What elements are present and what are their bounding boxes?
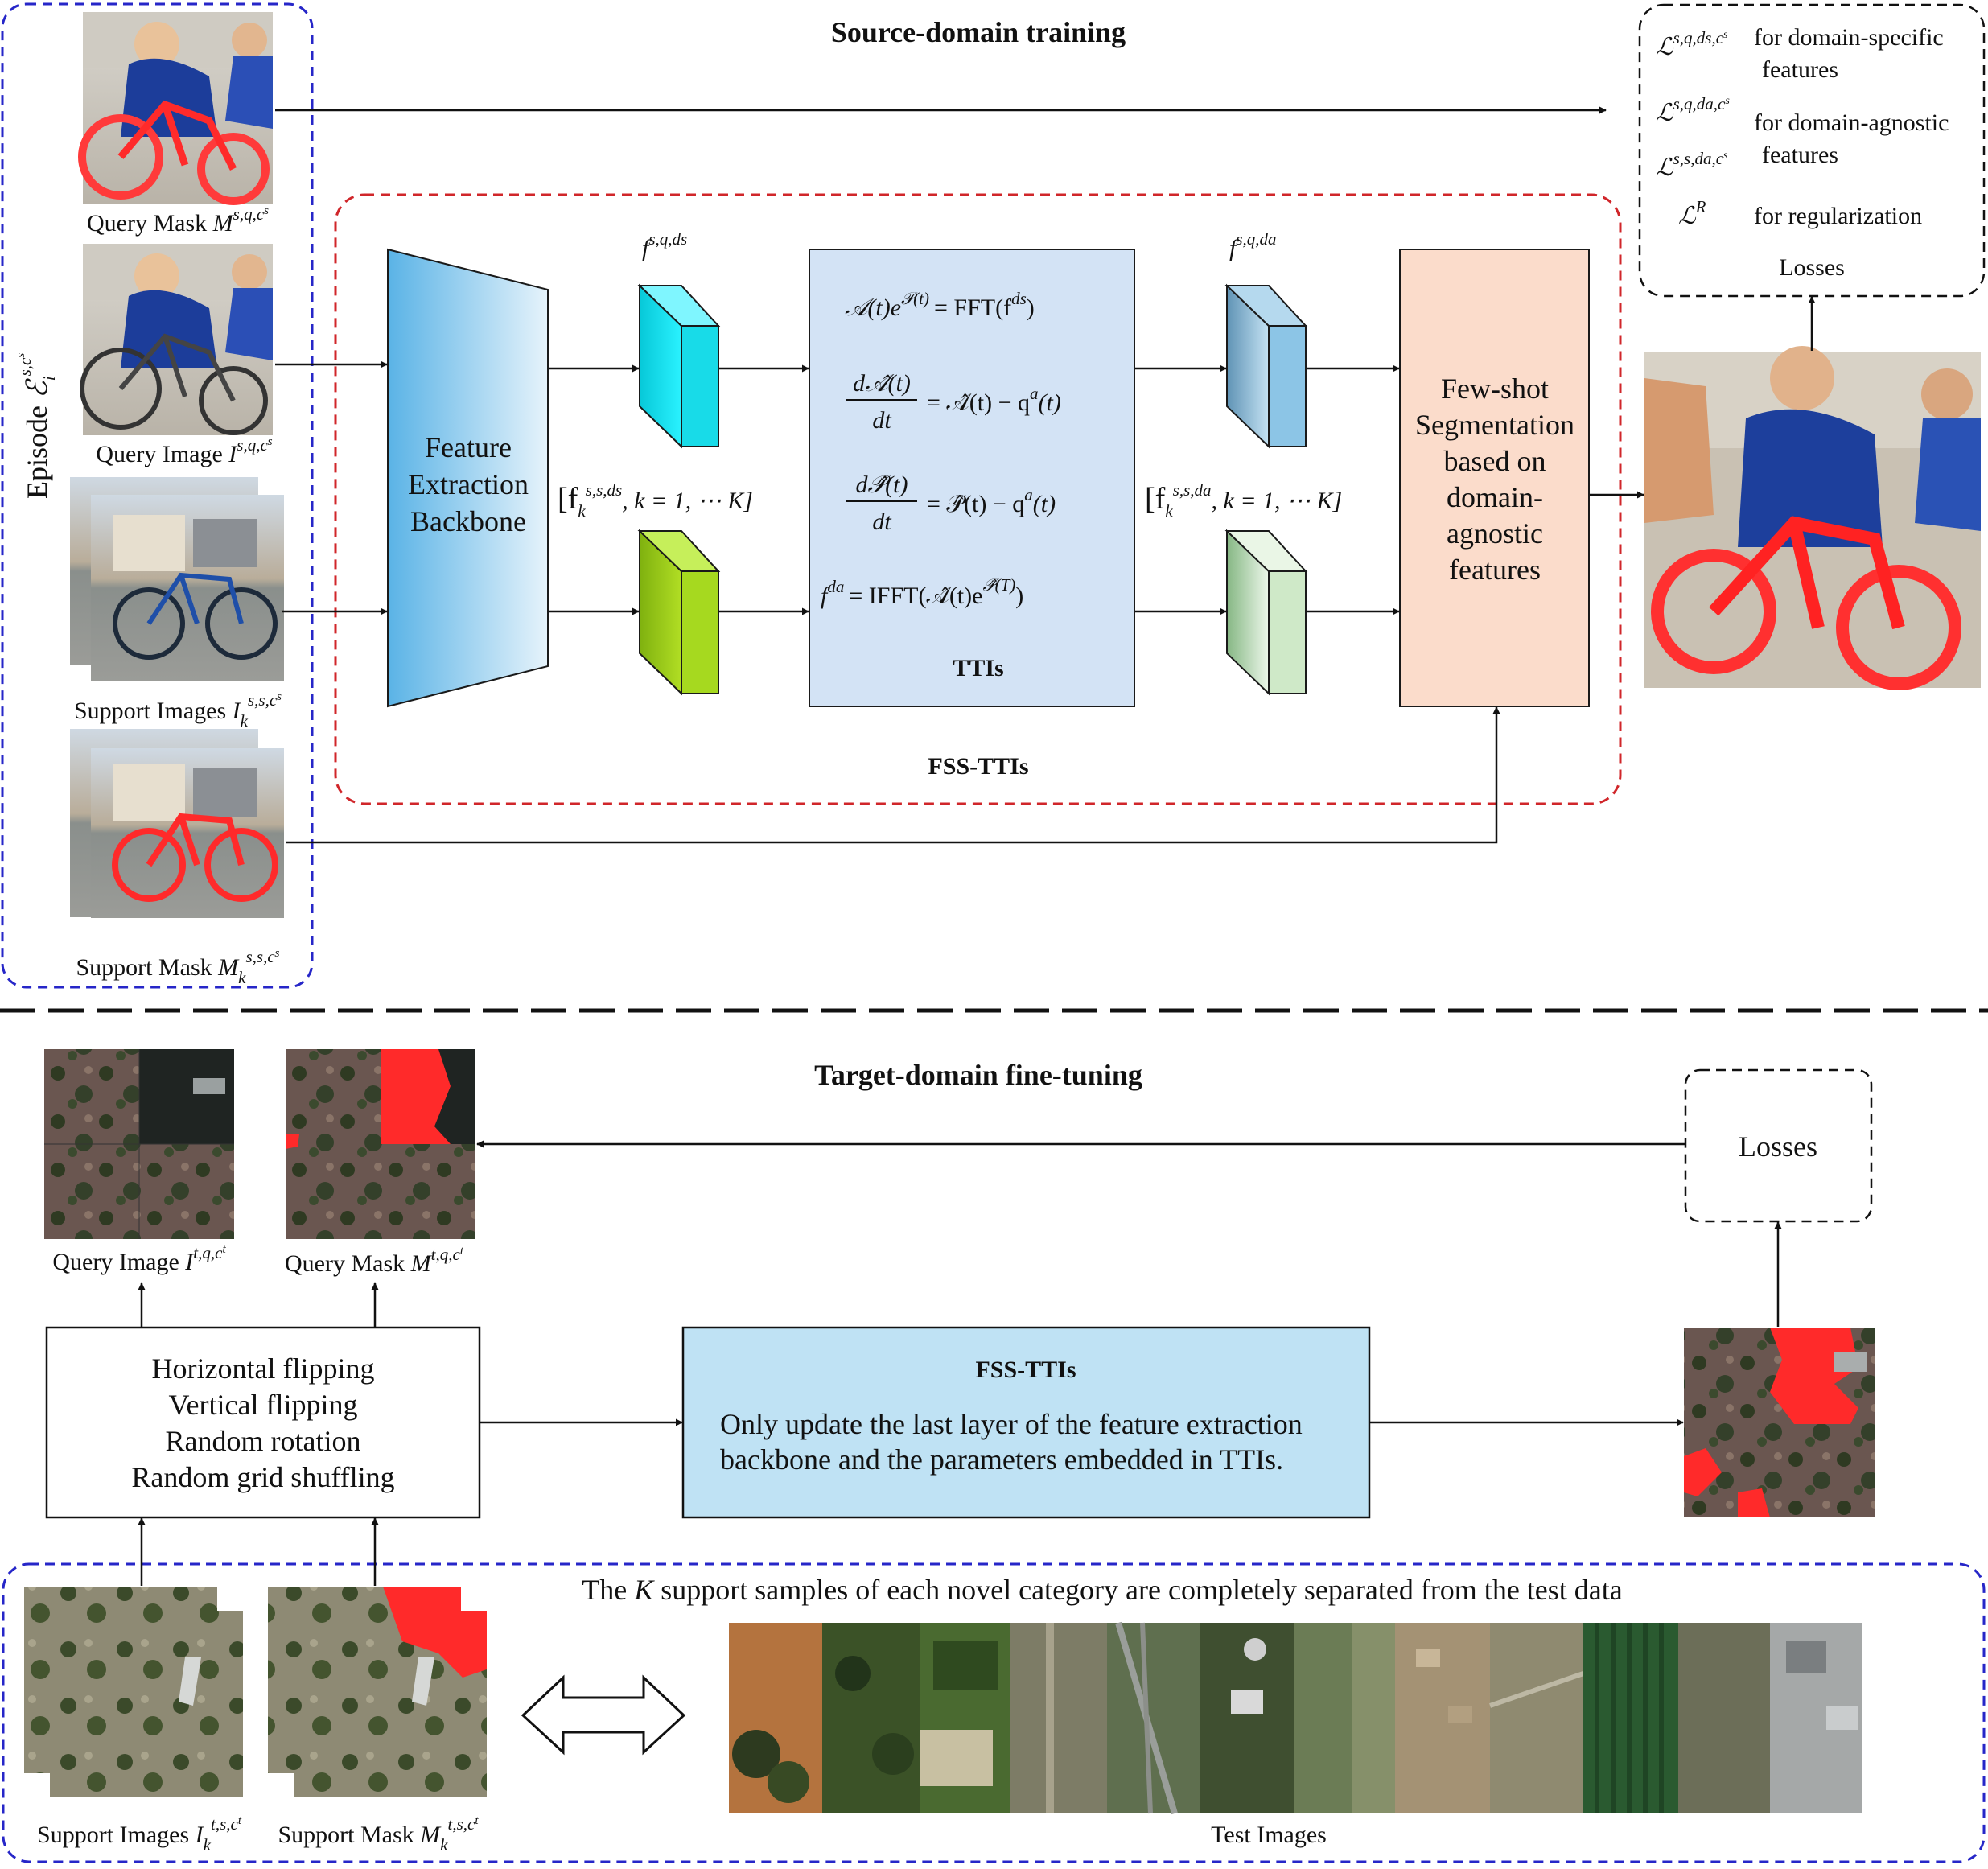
svg-text:d𝒜̂(t): d𝒜̂(t)	[853, 370, 911, 397]
tti-box	[809, 249, 1135, 707]
support-images-label: Support Images Iks,s,cs	[74, 690, 282, 731]
feature-cube-query-ds	[637, 283, 721, 449]
few-shot-segmentation-box	[1399, 249, 1590, 707]
feature-cube-query-da	[1224, 283, 1308, 449]
svg-text:for domain-specific: for domain-specific	[1754, 24, 1944, 51]
svg-text:ℒs,q,ds,cs: ℒs,q,ds,cs	[1656, 28, 1728, 60]
fk-ssds-label: [fks,s,ds, k = 1, ⋯ K]	[558, 480, 753, 521]
fss-line-6: features	[1449, 554, 1541, 586]
aug-horizontal-flip: Horizontal flipping	[152, 1352, 375, 1385]
support-masks	[68, 727, 284, 919]
tti-eq-2: d𝒜̂(t) dt = 𝒜̂(t) − qa(t)	[846, 370, 1061, 434]
source-losses-list: ℒs,q,ds,cs for domain-specific features …	[1656, 24, 1949, 281]
svg-text:for domain-agnostic: for domain-agnostic	[1754, 109, 1949, 136]
backbone-line-1: Feature	[425, 431, 512, 463]
fss-tti-finetune-title: FSS-TTIs	[975, 1356, 1076, 1383]
target-query-mask	[286, 1049, 475, 1239]
svg-text:ℒs,q,da,cs: ℒs,q,da,cs	[1656, 94, 1730, 126]
svg-text:dt: dt	[872, 508, 891, 535]
target-output-image	[1684, 1328, 1875, 1517]
target-query-image	[44, 1049, 234, 1239]
source-title: Source-domain training	[831, 16, 1126, 48]
svg-text:features: features	[1762, 142, 1838, 168]
svg-text:= 𝒫̂(t) − qa(t): = 𝒫̂(t) − qa(t)	[927, 485, 1056, 517]
target-support-masks	[268, 1587, 487, 1797]
episode-label: Episode ℰis,cs	[14, 353, 59, 499]
source-losses-box	[1638, 3, 1986, 298]
tti-eq-3: d𝒫̂(t) dt = 𝒫̂(t) − qa(t)	[846, 471, 1056, 535]
fss-tti-finetune-desc-2: backbone and the parameters embedded in …	[720, 1443, 1283, 1476]
target-query-mask-label: Query Mask Mt,q,ct	[285, 1245, 464, 1277]
target-support-images-label: Support Images Ikt,s,ct	[37, 1814, 242, 1855]
fss-line-1: Few-shot	[1441, 373, 1549, 405]
query-mask-label: Query Mask Ms,q,cs	[87, 204, 269, 237]
target-arrows	[138, 1140, 1782, 1586]
tti-eq-4: fda= IFFT(𝒜̂(t)e𝒫̂(T))	[821, 575, 1023, 609]
episode-box	[1, 2, 314, 989]
svg-text:for regularization: for regularization	[1754, 203, 1922, 229]
test-images-strip	[729, 1621, 1862, 1815]
target-title: Target-domain fine-tuning	[814, 1059, 1142, 1091]
aug-random-rotation: Random rotation	[166, 1425, 361, 1457]
double-arrow-icon	[521, 1674, 686, 1756]
fss-tti-finetune-desc-1: Only update the last layer of the featur…	[720, 1408, 1303, 1440]
augmentation-box	[45, 1326, 481, 1519]
feature-cube-support-ds	[637, 529, 721, 696]
fss-line-5: agnostic	[1447, 517, 1543, 550]
target-support-mask-label: Support Mask Mkt,s,ct	[278, 1814, 479, 1855]
backbone-line-2: Extraction	[408, 468, 529, 500]
query-image-label: Query Image Is,q,cs	[96, 435, 272, 467]
target-query-image-label: Query Image It,q,ct	[52, 1243, 226, 1275]
fss-line-2: Segmentation	[1415, 409, 1574, 441]
fss-line-4: domain-	[1447, 481, 1543, 513]
feature-cube-support-da	[1224, 529, 1308, 696]
query-mask-image	[78, 12, 273, 205]
test-images-label: Test Images	[1211, 1822, 1327, 1848]
query-image	[80, 244, 273, 435]
support-mask-label: Support Mask Mks,s,cs	[76, 947, 279, 987]
svg-text:Losses: Losses	[1779, 254, 1845, 281]
target-losses-label: Losses	[1739, 1130, 1817, 1163]
aug-grid-shuffling: Random grid shuffling	[131, 1461, 394, 1493]
target-losses-box	[1684, 1068, 1873, 1223]
fss-tti-finetune-box	[681, 1326, 1371, 1519]
fk-ssda-label: [fks,s,da, k = 1, ⋯ K]	[1145, 480, 1342, 521]
svg-text:ℒR: ℒR	[1678, 197, 1706, 229]
fss-tti-box	[334, 193, 1622, 805]
f-sqda-label: fs,q,da	[1229, 229, 1277, 261]
svg-text:= 𝒜̂(t) − qa(t): = 𝒜̂(t) − qa(t)	[927, 384, 1061, 416]
support-images	[68, 475, 284, 681]
target-support-images	[24, 1587, 243, 1797]
svg-text:dt: dt	[872, 407, 891, 434]
svg-text:Episode ℰis,cs: Episode ℰis,cs	[14, 353, 59, 499]
separation-text: The K support samples of each novel cate…	[582, 1574, 1623, 1606]
tti-eq-1: 𝒜(t)e𝒫(t)= FFT(fds)	[845, 289, 1035, 321]
svg-text:d𝒫̂(t): d𝒫̂(t)	[856, 471, 908, 498]
svg-text:ℒs,s,da,cs: ℒs,s,da,cs	[1656, 149, 1728, 181]
backbone-line-3: Backbone	[410, 505, 526, 537]
f-sqds-label: fs,q,ds	[642, 229, 687, 261]
feature-extraction-backbone	[387, 248, 549, 708]
support-test-separation-box	[2, 1562, 1986, 1863]
output-segmentation-image	[1644, 346, 1981, 690]
svg-text:features: features	[1762, 56, 1838, 83]
fss-line-3: based on	[1444, 445, 1546, 477]
aug-vertical-flip: Vertical flipping	[169, 1389, 358, 1421]
fss-tti-label: FSS-TTIs	[928, 753, 1028, 780]
tti-label: TTIs	[953, 655, 1003, 681]
source-arrows	[275, 106, 1816, 844]
